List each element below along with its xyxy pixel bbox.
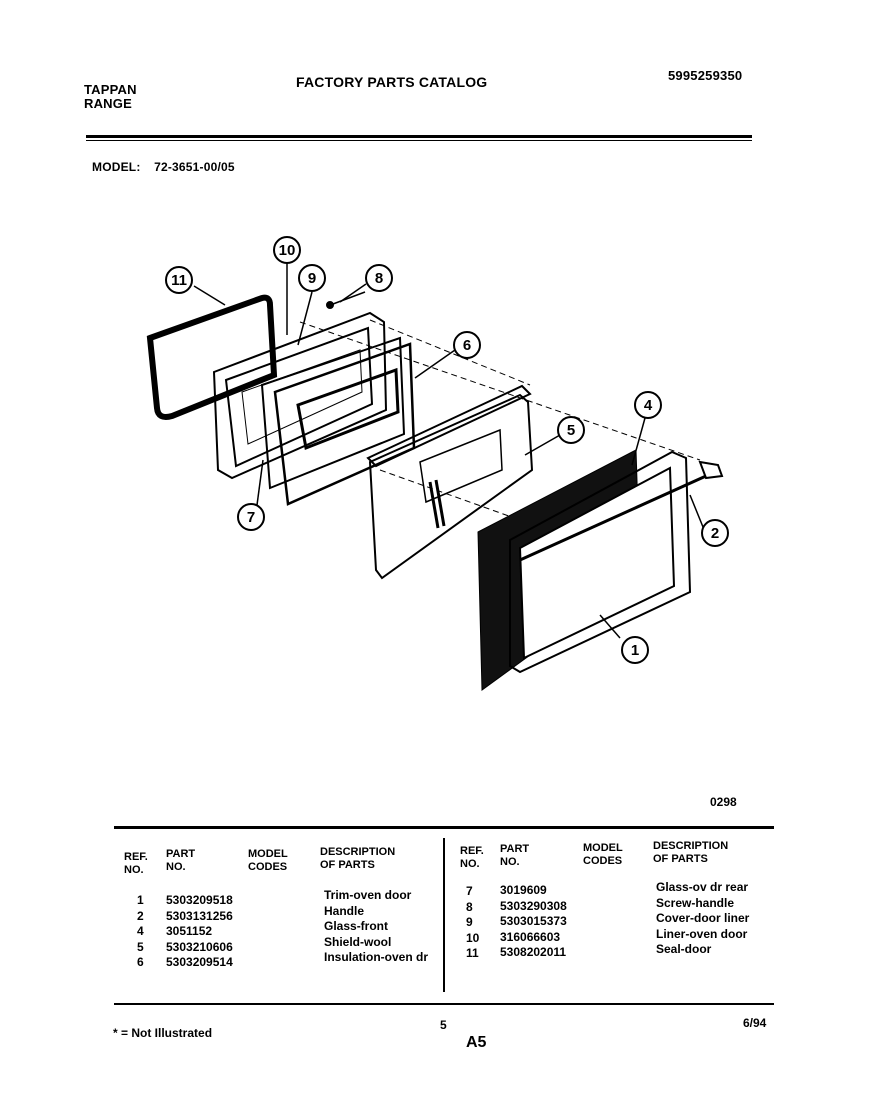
door-handle-part	[698, 460, 724, 480]
door-trim-part	[509, 450, 692, 674]
right-desc-column: Glass-ov dr rear Screw-handle Cover-door…	[656, 880, 749, 958]
section-code: A5	[466, 1034, 487, 1051]
table-bottom-rule	[114, 1003, 774, 1005]
table-cell: 1	[137, 893, 144, 907]
table-cell: 5303209514	[166, 955, 233, 969]
table-cell: 11	[466, 946, 479, 960]
callout-7: 7	[247, 509, 255, 526]
table-cell: 7	[466, 884, 473, 898]
door-seal-part	[146, 294, 278, 420]
header-ref-no-left: REF.NO.	[124, 851, 148, 876]
right-part-column: 3019609 5303290308 5303015373 316066603 …	[500, 883, 567, 961]
table-cell: Screw-handle	[656, 895, 735, 910]
table-cell: Handle	[324, 903, 365, 918]
model-line: MODEL: 72-3651-00/05	[92, 160, 245, 174]
table-cell: 5	[137, 939, 144, 954]
callout-1: 1	[631, 642, 639, 659]
table-cell: 9	[466, 915, 473, 929]
table-cell: 3019609	[500, 883, 547, 897]
model-value: 72-3651-00/05	[154, 160, 235, 174]
table-cell: Cover-door liner	[656, 911, 750, 925]
callout-9: 9	[308, 270, 316, 287]
table-divider	[443, 838, 445, 992]
callout-2: 2	[711, 525, 719, 542]
header-rule	[86, 135, 752, 141]
table-cell: Shield-wool	[324, 934, 392, 949]
table-cell: Liner-oven door	[656, 926, 748, 941]
table-cell: Trim-oven door	[324, 888, 412, 902]
door-insulation-part	[273, 342, 416, 506]
page-number: 5	[440, 1018, 447, 1032]
table-top-rule	[114, 826, 774, 829]
door-shield-part	[368, 393, 534, 580]
table-cell: 5303015373	[500, 914, 567, 928]
callout-6: 6	[463, 337, 471, 354]
table-cell: Seal-door	[656, 942, 712, 956]
callout-labels	[165, 236, 729, 664]
left-desc-column: Trim-oven door Handle Glass-front Shield…	[324, 888, 428, 966]
callout-4: 4	[644, 397, 653, 414]
table-cell: 2	[137, 908, 144, 923]
right-ref-column: 7 8 9 10 11	[466, 884, 479, 962]
left-ref-column: 1 2 4 5 6	[137, 893, 144, 971]
table-cell: 8	[466, 899, 473, 914]
model-label: MODEL:	[92, 160, 141, 174]
table-cell: 6	[137, 955, 144, 969]
page-title: FACTORY PARTS CATALOG	[296, 74, 488, 90]
table-cell: Glass-front	[324, 919, 389, 933]
rear-glass-part	[260, 336, 406, 490]
table-cell: 3051152	[166, 924, 213, 938]
brand-line-1: TAPPAN	[84, 82, 137, 97]
door-liner-part	[212, 311, 388, 480]
callout-5: 5	[567, 422, 575, 439]
callout-8: 8	[375, 270, 383, 287]
figure-code: 0298	[710, 795, 737, 809]
table-cell: 5303131256	[166, 908, 233, 923]
table-cell: 4	[137, 924, 144, 938]
not-illustrated-note: * = Not Illustrated	[113, 1026, 213, 1040]
table-cell: 5308202011	[500, 945, 567, 959]
table-cell: Glass-ov dr rear	[656, 880, 749, 894]
header-ref-no-right: REF.NO.	[460, 845, 484, 870]
table-cell: Insulation-oven dr	[324, 950, 429, 964]
table-cell: 316066603	[500, 929, 561, 944]
table-cell: 5303210606	[166, 939, 233, 954]
exploded-door-diagram: 11 10 9 8 6 5 4 2 1 7	[146, 236, 729, 691]
revision-date: 6/94	[743, 1016, 767, 1030]
brand-name: TAPPAN RANGE	[84, 83, 137, 111]
table-cell: 5303290308	[500, 898, 567, 913]
brand-line-2: RANGE	[84, 96, 132, 111]
callout-10: 10	[279, 242, 296, 259]
table-cell: 5303209518	[166, 893, 233, 907]
callout-11: 11	[171, 272, 187, 289]
table-cell: 10	[466, 930, 480, 945]
left-part-column: 5303209518 5303131256 3051152 5303210606…	[166, 893, 233, 971]
catalog-number: 5995259350	[668, 68, 743, 83]
